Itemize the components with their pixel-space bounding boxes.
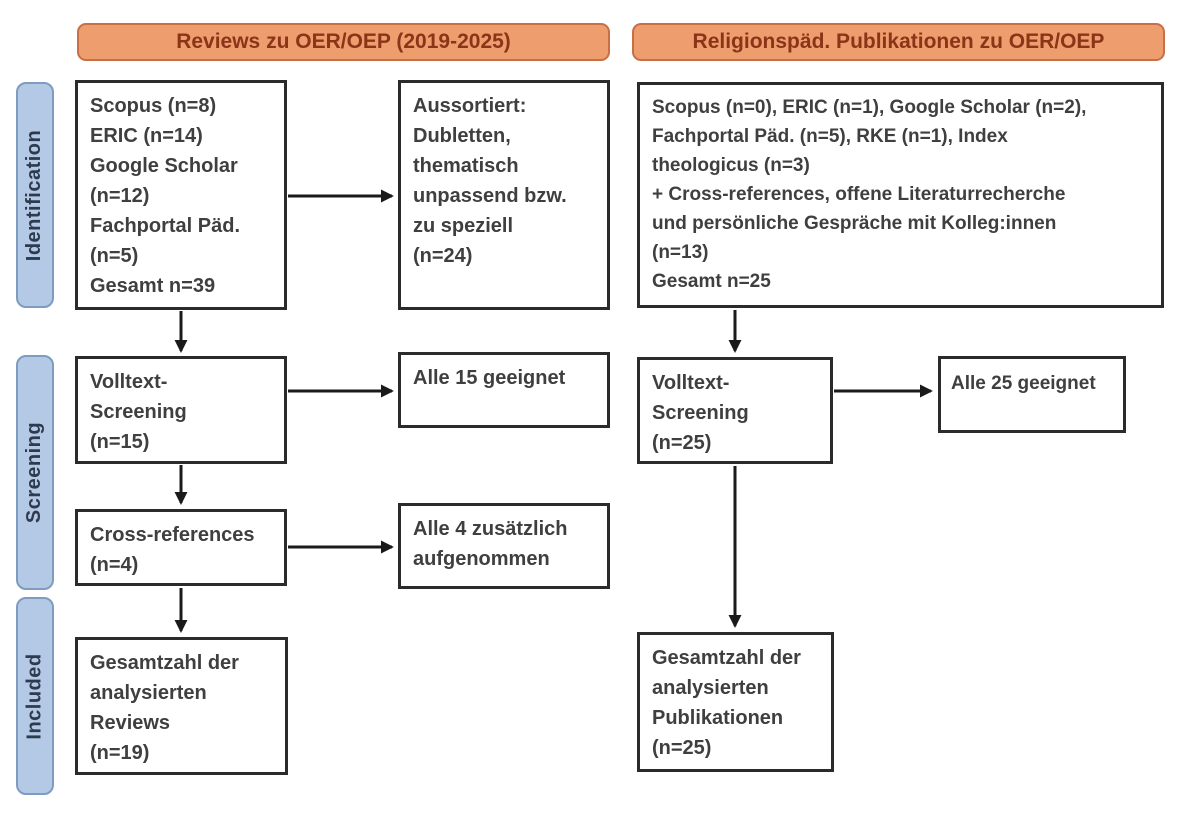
box-right-fulltext-screening: Volltext- Screening (n=25) (637, 357, 833, 464)
stage-label-included-text: Included (23, 652, 46, 740)
box-right-identification-sources: Scopus (n=0), ERIC (n=1), Google Scholar… (637, 82, 1164, 308)
stage-label-included: Included (16, 597, 54, 795)
stage-label-screening: Screening (16, 355, 54, 590)
box-right-fulltext-result: Alle 25 geeignet (938, 356, 1126, 433)
stage-label-screening-text: Screening (23, 421, 46, 524)
stage-label-identification: Identification (16, 82, 54, 308)
stage-label-identification-text: Identification (23, 129, 46, 261)
box-left-identification-sources: Scopus (n=8) ERIC (n=14) Google Scholar … (75, 80, 287, 310)
column-header-reviews: Reviews zu OER/OEP (2019-2025) (77, 23, 610, 61)
box-left-total-included: Gesamtzahl der analysierten Reviews (n=1… (75, 637, 288, 775)
box-right-total-included: Gesamtzahl der analysierten Publikatione… (637, 632, 834, 772)
box-left-fulltext-result: Alle 15 geeignet (398, 352, 610, 428)
box-left-crossref-result: Alle 4 zusätzlich aufgenommen (398, 503, 610, 589)
box-left-fulltext-screening: Volltext- Screening (n=15) (75, 356, 287, 464)
box-left-excluded-aussortiert: Aussortiert: Dubletten, thematisch unpas… (398, 80, 610, 310)
column-header-religionspaed: Religionspäd. Publikationen zu OER/OEP (632, 23, 1165, 61)
box-left-cross-references: Cross-references (n=4) (75, 509, 287, 586)
